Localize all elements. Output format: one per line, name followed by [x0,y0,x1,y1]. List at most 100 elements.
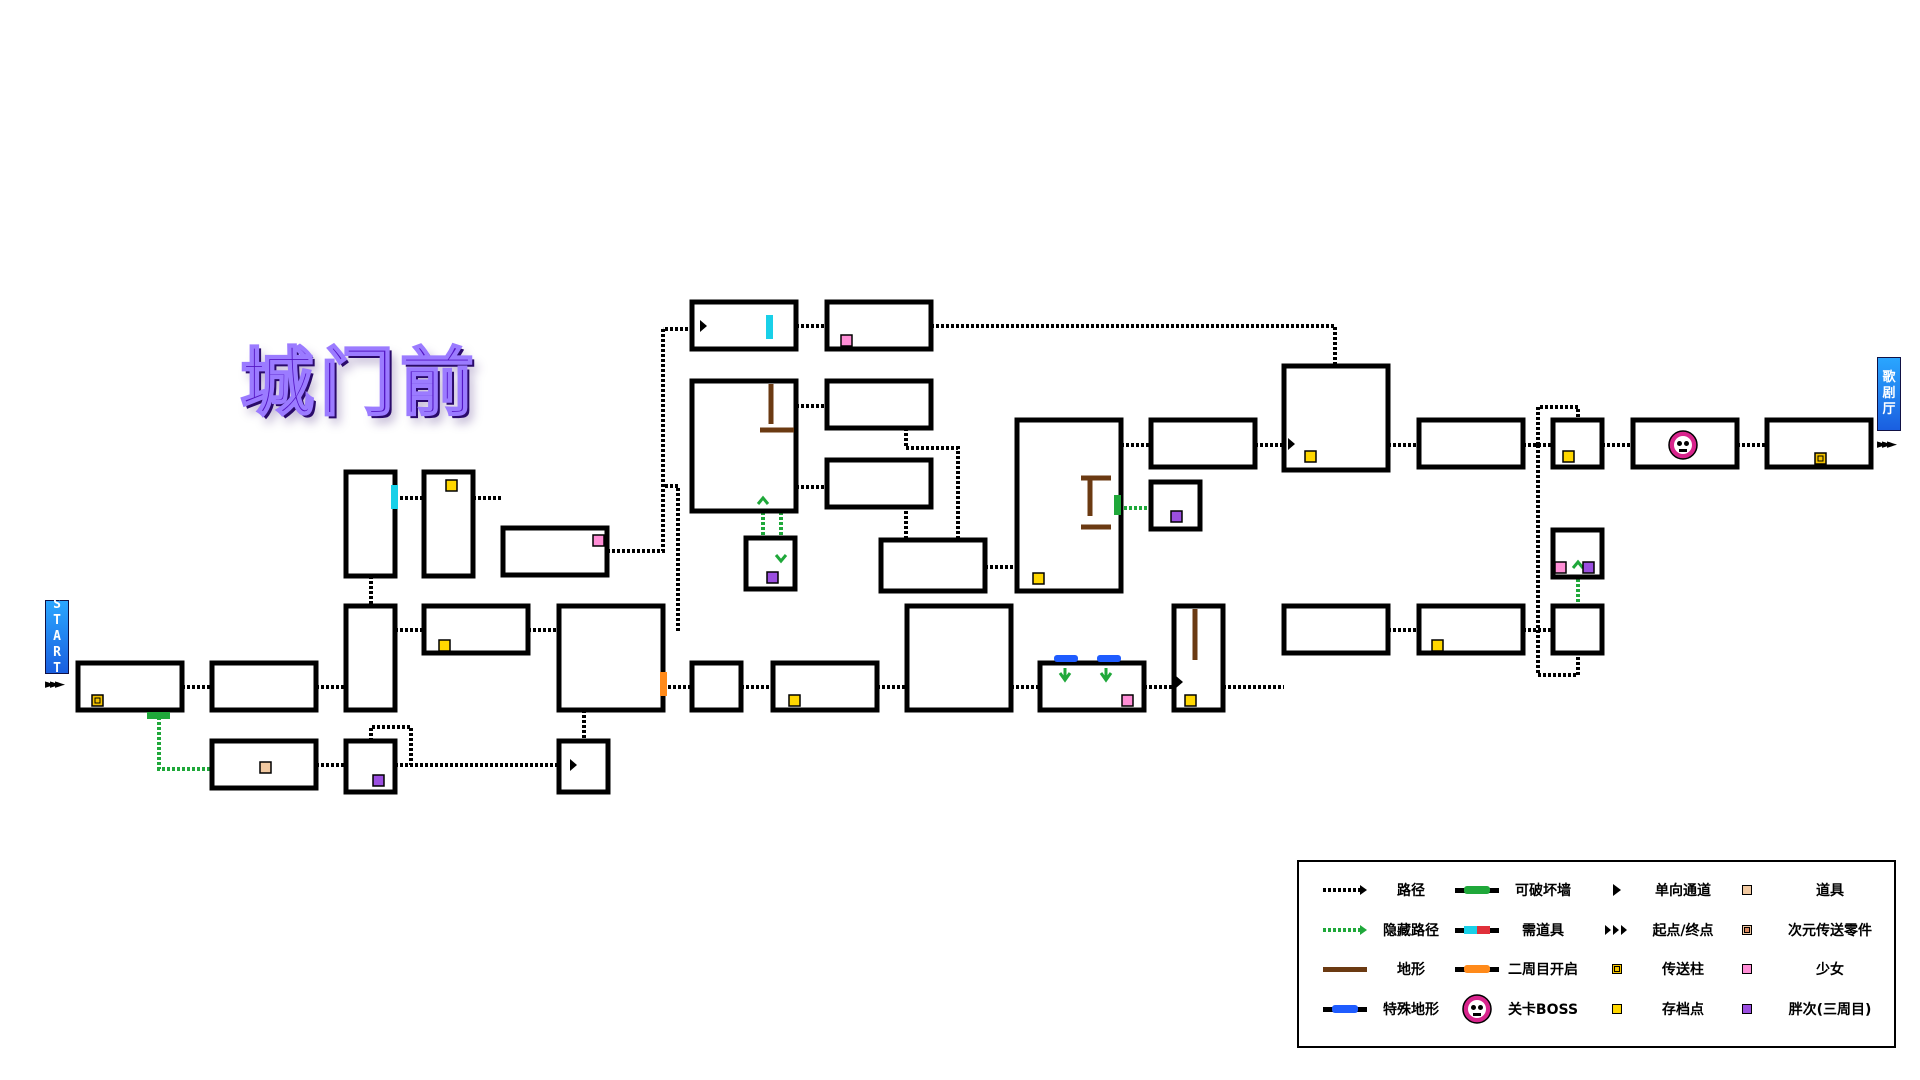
legend-item: 隐藏路径 [1317,915,1449,945]
legend-item: 单向通道 [1589,875,1721,905]
item-icon [259,761,272,774]
pink-square-icon [1719,954,1775,984]
legend-label: 路径 [1397,883,1425,899]
room [1148,417,1258,470]
save-point-icon [438,639,451,652]
brown-bar-icon [1317,954,1373,984]
legend-label: 道具 [1816,883,1844,899]
legend-item: 特殊地形 [1317,994,1449,1024]
path-segment [369,725,413,765]
item-square-icon [1719,875,1775,905]
breakable-wall [1114,495,1121,515]
breakable-wall [147,712,170,719]
hidden-arrow-icon [1571,559,1585,569]
purple-square-icon [1719,994,1775,1024]
room [1281,363,1391,473]
down-arrow-icon [1099,668,1113,683]
legend-item: 传送柱 [1589,954,1721,984]
special-terrain [1097,655,1121,662]
blue-bar-icon [1317,994,1373,1024]
panties-icon [766,571,779,584]
legend-item: 需道具 [1449,915,1581,945]
legend-label: 可破坏墙 [1515,883,1571,899]
panties-icon [1582,561,1595,574]
legend-item: 可破坏墙 [1449,875,1581,905]
down-arrow-icon [1058,668,1072,683]
panties-icon [372,774,385,787]
room [556,603,666,713]
special-terrain [1054,655,1078,662]
room [1550,417,1605,470]
legend-item: 存档点 [1589,994,1721,1024]
legend-label: 次元传送零件 [1788,923,1872,939]
legend-item: 次元传送零件 [1719,915,1885,945]
legend-item: 起点/终点 [1589,915,1721,945]
room [343,738,398,795]
room [1416,417,1526,470]
map-legend: 路径可破坏墙单向通道道具隐藏路径需道具起点/终点次元传送零件地形二周目开启传送柱… [1297,860,1896,1048]
room [689,660,744,713]
boss-skull-icon [1449,994,1505,1024]
teleport-pillar-icon [1589,954,1645,984]
save-point-icon [1184,694,1197,707]
room [1171,603,1226,713]
girl-icon [1121,694,1134,707]
legend-item: 道具 [1719,875,1885,905]
orange-bar-icon [1449,954,1505,984]
path-segment [1536,405,1580,445]
girl-icon [592,534,605,547]
room [824,378,934,431]
legend-item: 二周目开启 [1449,954,1581,984]
hidden-arrow-icon [756,495,770,505]
legend-label: 起点/终点 [1652,923,1714,939]
save-point-icon [445,479,458,492]
one-way-arrow-icon [700,320,707,332]
one-way-arrow-icon [1589,875,1645,905]
dotted-arrow-icon [1317,875,1373,905]
save-point-icon [788,694,801,707]
panties-icon [1170,510,1183,523]
teleport-pillar-icon [1814,452,1827,465]
room [1014,417,1124,594]
path-segment [931,324,1337,366]
one-way-arrow-icon [1176,676,1183,688]
legend-label: 单向通道 [1655,883,1711,899]
boss-skull-icon [1668,430,1698,460]
save-point-icon [1431,639,1444,652]
path-segment [607,327,692,553]
room [689,299,799,352]
room [824,457,934,510]
room [878,537,988,594]
room [343,603,398,713]
one-way-arrow-icon [1288,438,1295,450]
start-arrows-icon: ►►► [45,677,65,692]
save-square-icon [1589,994,1645,1024]
room [1148,479,1203,532]
teleport-pillar-icon [91,694,104,707]
end-arrows-icon: ►►► [1877,437,1897,452]
path-segment [663,484,680,631]
legend-item: 胖次(三周目) [1719,994,1885,1024]
hidden-arrow-icon [774,554,788,564]
legend-label: 关卡BOSS [1507,1002,1579,1018]
one-way-arrow-icon [570,759,577,771]
second-cycle-door [660,672,667,696]
legend-label: 隐藏路径 [1383,923,1439,939]
girl-icon [840,334,853,347]
girl-icon [1554,561,1567,574]
map-title: 城门前 [239,339,480,427]
legend-label: 二周目开启 [1508,962,1578,978]
end-tag: 歌剧厅 [1877,357,1901,431]
item-door [766,315,773,339]
room [500,525,610,578]
save-point-icon [1032,572,1045,585]
triple-arrow-icon [1589,915,1645,945]
room [689,378,799,514]
green-wall-icon [1449,875,1505,905]
item-door [391,485,398,509]
legend-label: 存档点 [1662,1002,1704,1018]
room [556,738,611,795]
teleport-pillar-icon-inner [94,697,101,704]
